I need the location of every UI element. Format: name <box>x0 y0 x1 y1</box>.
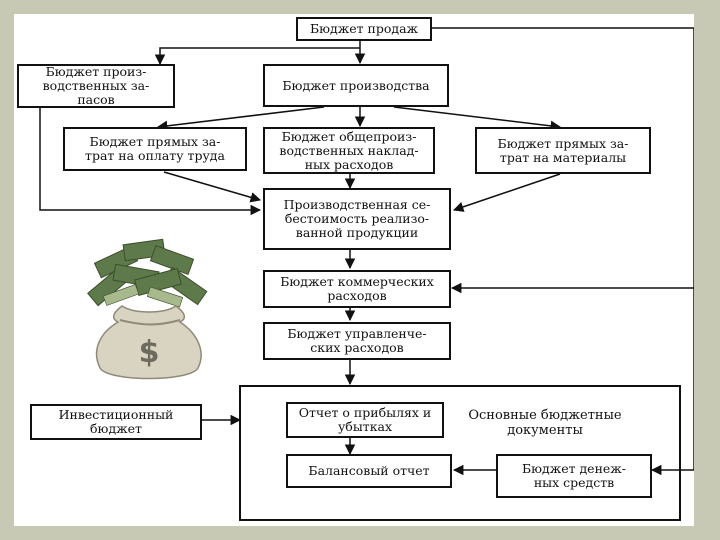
balance-sheet-box: Балансовый отчет <box>286 454 452 488</box>
diagram-canvas: Бюджет продаж Бюджет произ- водственных … <box>14 14 694 526</box>
production-budget-box: Бюджет производства <box>263 64 449 107</box>
connector-lines <box>39 27 694 521</box>
overhead-budget-box: Бюджет общепроиз- водственных наклад- ны… <box>263 127 435 174</box>
admin-expenses-box: Бюджет управленче- ских расходов <box>263 322 451 360</box>
money-bag-icon: $ <box>87 238 208 380</box>
investment-budget-box: Инвестиционный бюджет <box>30 404 202 440</box>
direct-materials-budget-box: Бюджет прямых за- трат на материалы <box>475 127 651 174</box>
arrow-sales-to-inventory <box>154 47 360 66</box>
arrow-labor-to-cogs <box>163 171 262 203</box>
arrow-production-to-labor <box>156 106 325 132</box>
inventory-budget-box: Бюджет произ- водственных за- пасов <box>17 64 175 108</box>
main-documents-group <box>239 385 681 521</box>
sales-budget-box: Бюджет продаж <box>296 17 432 41</box>
main-documents-label: Основные бюджетные документы <box>468 408 622 438</box>
direct-labor-budget-box: Бюджет прямых за- трат на оплату труда <box>63 127 247 171</box>
line-sales-right-loop <box>432 27 694 476</box>
cost-of-goods-box: Производственная се- бестоимость реализо… <box>263 188 451 250</box>
dollar-sign: $ <box>139 335 160 370</box>
arrow-materials-to-cogs <box>453 173 561 212</box>
cash-budget-box: Бюджет денеж- ных средств <box>496 454 652 498</box>
selling-expenses-box: Бюджет коммерческих расходов <box>263 270 451 308</box>
arrow-production-to-materials <box>393 106 562 132</box>
arrow-inventory-to-cogs <box>39 108 262 216</box>
income-statement-box: Отчет о прибылях и убытках <box>286 402 444 438</box>
